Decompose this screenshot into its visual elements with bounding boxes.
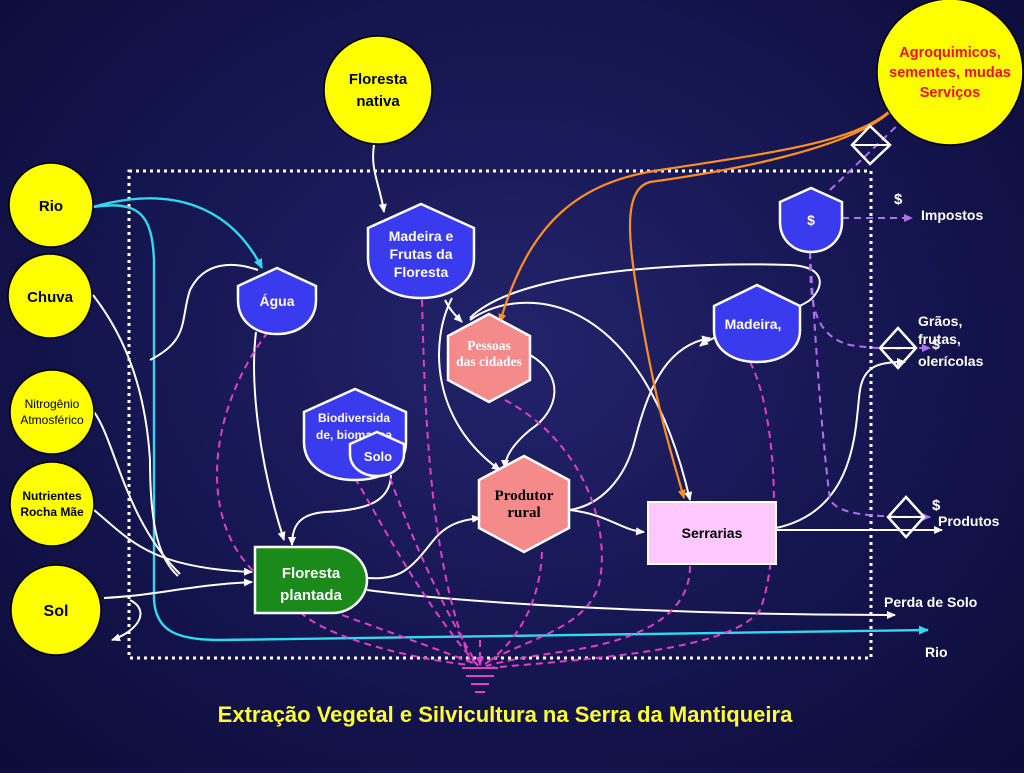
madeira-to-pessoas-flow xyxy=(444,299,463,323)
floresta-nativa-label-1: Floresta xyxy=(349,71,408,88)
floresta-to-produtor-flow xyxy=(366,514,481,580)
diagram-title: Extração Vegetal e Silvicultura na Serra… xyxy=(218,702,793,727)
source-floresta-nativa: Floresta nativa xyxy=(323,35,433,145)
serrarias-depreciation xyxy=(485,565,691,667)
floresta-plantada-label-1: Floresta xyxy=(282,565,341,582)
floresta-depreciation xyxy=(299,611,471,666)
dinheiro-label: $ xyxy=(807,212,815,228)
storage-agua: Água xyxy=(236,266,318,336)
agro-label-1: Agroquimicos, xyxy=(899,45,1001,61)
source-chuva: Chuva xyxy=(7,253,93,339)
purchased-input-flows xyxy=(498,99,901,499)
consumer-pessoas: Pessoas das cidades xyxy=(446,312,532,404)
chuva-to-agua-flow xyxy=(149,263,259,361)
biodiversidade-label-1: Biodiversida xyxy=(318,411,390,425)
source-agroquimicos: Agroquimicos, sementes, mudas Serviços xyxy=(876,0,1024,146)
transaction-diamond-produtos xyxy=(886,495,926,539)
system-boundary xyxy=(127,169,873,660)
nutrientes-label-2: Rocha Mãe xyxy=(20,505,84,519)
produtor-to-serrarias-flow xyxy=(569,509,645,536)
rio-outflow xyxy=(92,204,929,642)
graos-label-3: olerícolas xyxy=(918,353,984,369)
agro-label-2: sementes, mudas xyxy=(889,65,1011,81)
pessoas-to-produtor-flow xyxy=(501,354,556,469)
transaction-diamond-agro xyxy=(850,124,892,166)
water-flows xyxy=(92,197,929,642)
heat-sink-icon xyxy=(462,667,498,693)
impostos-symbol: $ xyxy=(894,191,903,208)
rio-to-agua-flow xyxy=(92,197,264,269)
madeira-depreciation xyxy=(421,299,471,661)
graos-label-2: frutas, xyxy=(918,331,961,347)
sol-to-floresta-flow xyxy=(103,578,253,599)
rio-label: Rio xyxy=(39,198,63,215)
source-sol: Sol xyxy=(10,564,102,656)
madeira-to-produtor-flow xyxy=(438,297,501,471)
consumer-produtor-rural: Produtor rural xyxy=(477,454,571,554)
serrarias-label: Serrarias xyxy=(682,525,743,541)
produtos-symbol: $ xyxy=(932,497,941,514)
serrarias-to-graos-flow xyxy=(775,358,906,529)
produtos-money-flow xyxy=(809,251,931,521)
rio-saida-label: Rio xyxy=(925,644,948,660)
nitrogenio-flow xyxy=(93,411,181,575)
storage-dinheiro: $ xyxy=(778,186,844,254)
produtor-label-2: rural xyxy=(507,505,540,521)
money-flows xyxy=(809,117,931,521)
floresta-nativa-label-2: nativa xyxy=(356,93,400,110)
pessoas-label-2: das cidades xyxy=(456,354,522,369)
produtor-depreciation xyxy=(484,551,543,665)
nativa-to-madeira-flow xyxy=(372,144,387,213)
madeira-frutas-label-2: Frutas da xyxy=(389,246,452,262)
impostos-label: Impostos xyxy=(921,207,983,223)
storage-madeira: Madeira, xyxy=(712,283,802,364)
energy-flows xyxy=(92,144,943,642)
pessoas-label-1: Pessoas xyxy=(467,338,511,353)
perda-solo-flow xyxy=(366,589,896,619)
floresta-plantada-label-2: plantada xyxy=(280,587,342,604)
transaction-diamond-graos xyxy=(878,326,918,370)
storage-solo: Solo xyxy=(348,430,406,478)
nutrientes-label-1: Nutrientes xyxy=(22,489,82,503)
pessoas-to-serrarias-flow xyxy=(469,301,693,501)
biodiversidade-depreciation xyxy=(354,477,479,667)
source-nitrogenio: Nitrogênio Atmosférico xyxy=(9,369,95,455)
money-to-agro-flow xyxy=(829,117,906,191)
agro-label-3: Serviços xyxy=(920,85,980,101)
nitrogenio-label-1: Nitrogênio xyxy=(25,397,80,411)
storage-madeira-frutas: Madeira e Frutas da Floresta xyxy=(366,202,476,300)
consumer-serrarias: Serrarias xyxy=(647,501,777,565)
agua-label: Água xyxy=(260,293,295,309)
madeira-frutas-label-1: Madeira e xyxy=(389,228,454,244)
solo-to-floresta-flow xyxy=(288,474,392,546)
sol-label: Sol xyxy=(44,603,69,620)
agro-to-serrarias-flow xyxy=(628,99,901,499)
agua-to-floresta-flow xyxy=(253,331,286,541)
agro-to-pessoas-flow xyxy=(498,99,901,323)
chuva-label: Chuva xyxy=(27,289,74,306)
produtor-to-madeira-flow xyxy=(569,335,711,511)
produtor-label-1: Produtor xyxy=(495,488,554,504)
graos-symbol: $ xyxy=(932,336,940,352)
madeira-label: Madeira, xyxy=(725,316,782,332)
nutrientes-flow xyxy=(93,509,253,576)
solo-label: Solo xyxy=(364,449,392,464)
madeira-frutas-label-3: Floresta xyxy=(394,264,449,280)
producer-floresta-plantada: Floresta plantada xyxy=(253,545,369,615)
nitrogenio-label-2: Atmosférico xyxy=(20,413,84,427)
graos-label-1: Grãos, xyxy=(918,313,962,329)
sol-return-flow xyxy=(111,599,142,642)
perda-solo-label: Perda de Solo xyxy=(884,594,977,610)
produtos-label: Produtos xyxy=(938,513,1000,529)
source-nutrientes: Nutrientes Rocha Mãe xyxy=(9,461,95,547)
madeira2-depreciation xyxy=(487,361,775,669)
source-rio: Rio xyxy=(8,162,94,248)
pessoas-depreciation xyxy=(484,399,603,665)
